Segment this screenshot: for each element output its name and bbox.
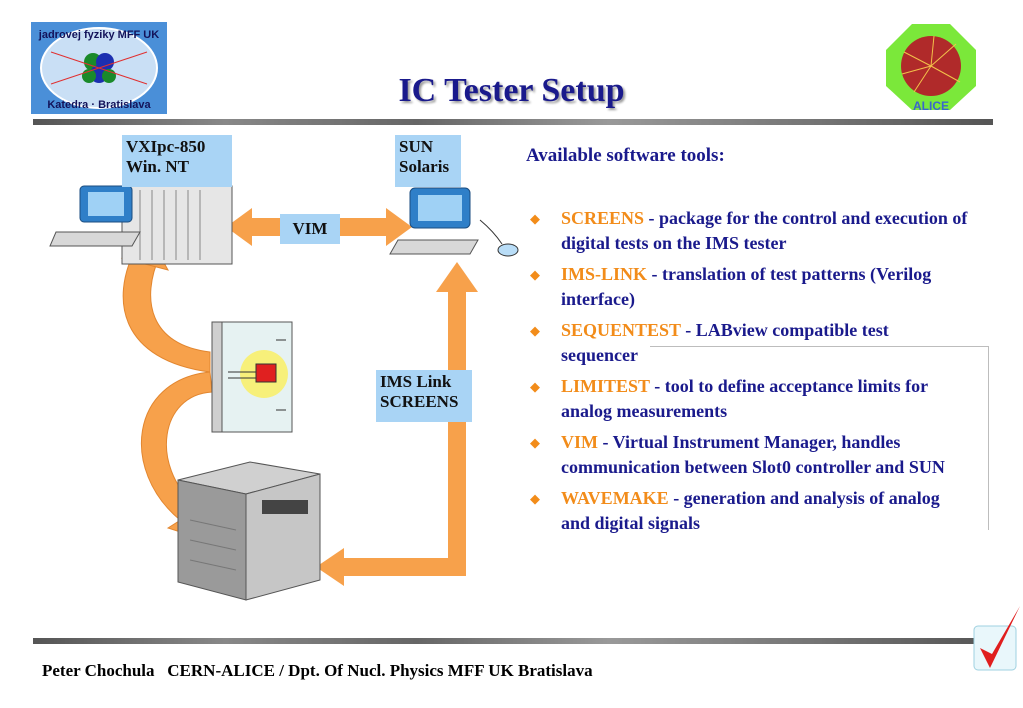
- vxi-label: VXIpc-850 Win. NT: [122, 135, 232, 187]
- ims-screens-label: IMS Link SCREENS: [376, 370, 472, 422]
- sun-workstation-icon: [389, 187, 519, 257]
- top-divider: [33, 119, 993, 125]
- list-item: ◆WAVEMAKE - generation and analysis of a…: [530, 488, 940, 533]
- diamond-bullet-icon: ◆: [530, 435, 540, 450]
- diamond-bullet-icon: ◆: [530, 267, 540, 282]
- vim-arrow-right-head: [386, 208, 412, 246]
- chip-board-icon: [211, 321, 293, 433]
- tools-heading: Available software tools:: [526, 145, 725, 166]
- department-logo: jadrovej fyziky MFF UK Katedra · Bratisl…: [31, 22, 167, 114]
- sun-label: SUN Solaris: [395, 135, 461, 187]
- box-border-top: [650, 346, 989, 347]
- department-logo-graphic: jadrovej fyziky MFF UK Katedra · Bratisl…: [38, 27, 159, 111]
- svg-text:ALICE: ALICE: [913, 99, 949, 113]
- page-title: IC Tester Setup: [398, 72, 625, 109]
- bottom-divider: [33, 638, 993, 644]
- diamond-bullet-icon: ◆: [530, 323, 540, 338]
- checkmark-icon[interactable]: [973, 606, 1020, 671]
- diamond-bullet-icon: ◆: [530, 491, 540, 506]
- list-item: ◆VIM - Virtual Instrument Manager, handl…: [530, 432, 945, 477]
- alice-logo-graphic: ALICE: [886, 24, 976, 113]
- list-item: ◆IMS-LINK - translation of test patterns…: [530, 264, 932, 309]
- list-item: ◆SEQUENTEST - LABview compatible test se…: [530, 320, 889, 365]
- arrow-sun-head: [436, 262, 478, 292]
- vxi-workstation-icon: [49, 185, 233, 265]
- diamond-bullet-icon: ◆: [530, 211, 540, 226]
- list-item: ◆LIMITEST - tool to define acceptance li…: [530, 376, 928, 421]
- svg-text:Katedra · Bratislava: Katedra · Bratislava: [47, 99, 151, 111]
- footer-credits: Peter Chochula CERN-ALICE / Dpt. Of Nucl…: [42, 661, 593, 680]
- list-item: ◆SCREENS - package for the control and e…: [530, 208, 968, 253]
- alice-logo: ALICE: [884, 22, 978, 114]
- svg-text:jadrovej fyziky MFF UK: jadrovej fyziky MFF UK: [38, 29, 159, 41]
- vim-arrow-left-head: [226, 208, 252, 246]
- ims-tester-icon: [177, 461, 321, 601]
- arrow-ims-horizontal: [340, 558, 466, 576]
- arrow-tester-left-head: [316, 548, 344, 586]
- box-border-right: [988, 346, 989, 530]
- arrow-ims-vertical: [448, 290, 466, 576]
- vim-label: VIM: [280, 214, 340, 244]
- diamond-bullet-icon: ◆: [530, 379, 540, 394]
- tools-list: ◆SCREENS - package for the control and e…: [530, 206, 970, 542]
